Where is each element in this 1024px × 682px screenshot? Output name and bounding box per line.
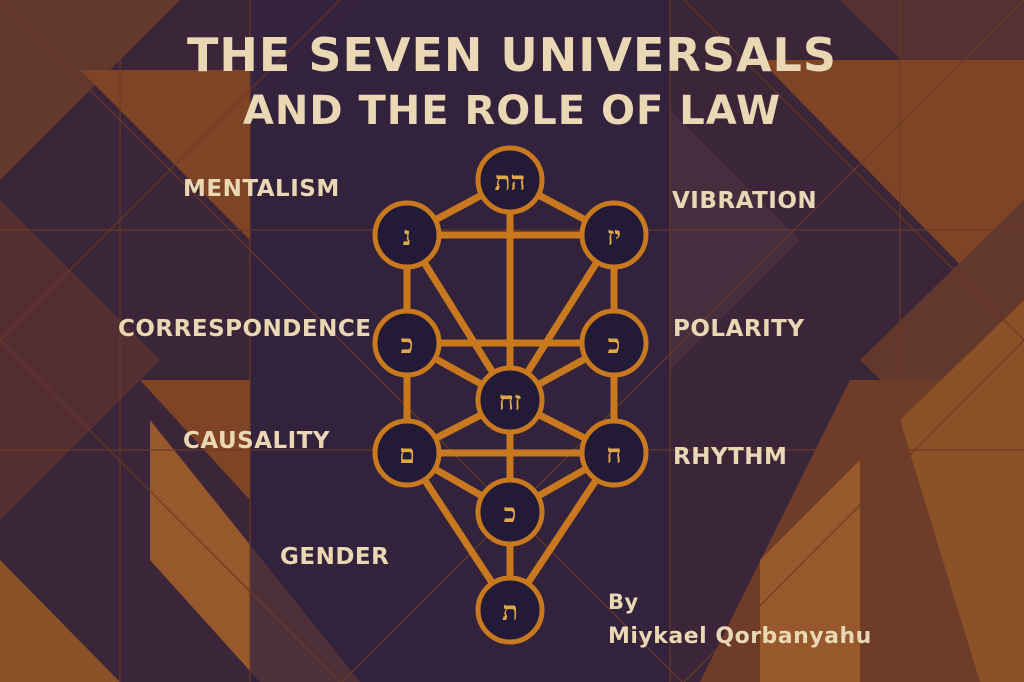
label-correspondence: CORRESPONDENCE <box>118 316 372 342</box>
svg-text:ח: ח <box>606 440 621 470</box>
node-low-right: ח <box>579 418 649 488</box>
node-lower-center: כ <box>475 477 545 547</box>
label-rhythm: RHYTHM <box>673 444 788 470</box>
svg-text:יז: יז <box>607 222 621 252</box>
label-vibration: VIBRATION <box>672 188 818 214</box>
node-center: זח <box>475 365 545 435</box>
title-line-1: THE SEVEN UNIVERSALS <box>187 28 837 82</box>
svg-text:כ: כ <box>608 330 621 360</box>
node-upper-left: נ <box>372 200 442 270</box>
title-line-2: AND THE ROLE OF LAW <box>242 88 782 134</box>
svg-text:זח: זח <box>499 387 522 417</box>
svg-text:כ: כ <box>401 330 414 360</box>
svg-text:נ: נ <box>403 222 411 252</box>
node-mid-left: כ <box>372 308 442 378</box>
node-mid-right: כ <box>579 308 649 378</box>
svg-text:כ: כ <box>504 499 517 529</box>
label-polarity: POLARITY <box>673 316 805 342</box>
node-low-left: ם <box>372 418 442 488</box>
node-top: הת <box>475 145 545 215</box>
label-causality: CAUSALITY <box>183 428 331 454</box>
svg-text:הת: הת <box>495 167 526 197</box>
node-bottom: ת <box>475 575 545 645</box>
label-mentalism: MENTALISM <box>183 176 340 202</box>
label-gender: GENDER <box>280 544 390 570</box>
byline-by: By <box>608 590 639 614</box>
svg-text:ם: ם <box>399 440 415 470</box>
svg-text:ת: ת <box>502 597 518 627</box>
byline-author: Miykael Qorbanyahu <box>608 624 872 649</box>
node-upper-right: יז <box>579 200 649 270</box>
